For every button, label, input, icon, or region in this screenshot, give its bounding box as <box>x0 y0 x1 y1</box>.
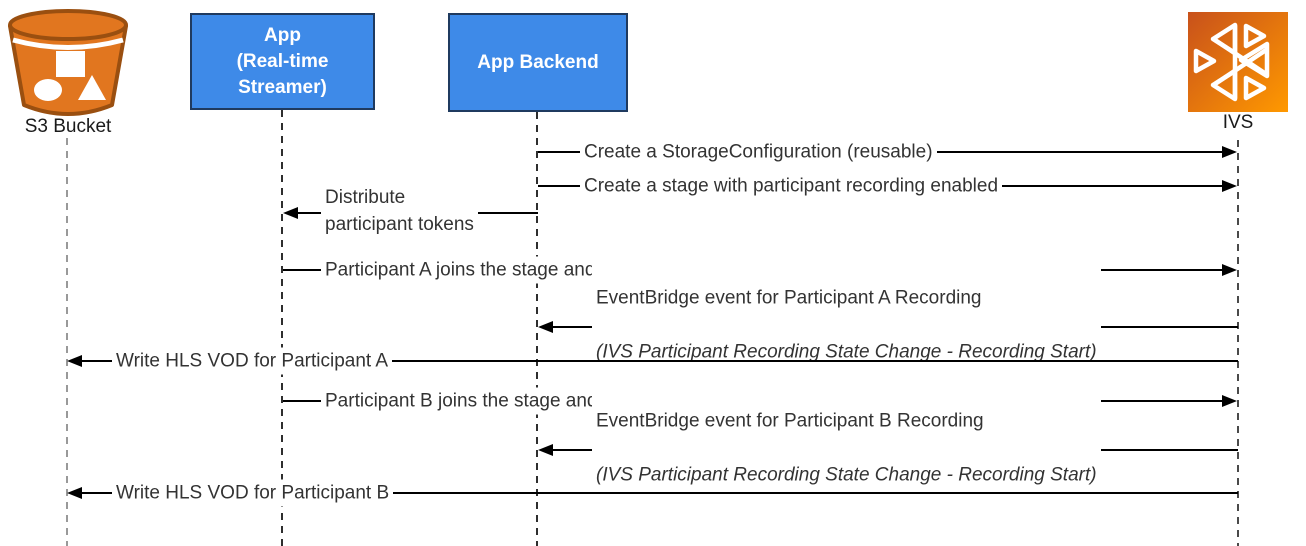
message-label: Distribute participant tokens <box>321 184 478 238</box>
message-label: EventBridge event for Participant A Reco… <box>592 257 1101 393</box>
lifeline-app <box>281 110 283 546</box>
arrow-head-icon <box>1222 146 1237 158</box>
message-label-line1: EventBridge event for Participant A Reco… <box>596 287 982 309</box>
arrow-head-icon <box>283 207 298 219</box>
actor-ivs: IVS <box>1188 12 1288 133</box>
arrow-head-icon <box>67 487 82 499</box>
message-label: EventBridge event for Participant B Reco… <box>592 380 1101 516</box>
arrow-head-icon <box>1222 395 1237 407</box>
message-line <box>82 492 1238 494</box>
actor-label-ivs: IVS <box>1222 112 1254 133</box>
actor-label-backend: App Backend <box>477 51 599 73</box>
s3-square-glyph <box>56 51 85 77</box>
message-line <box>82 360 1238 362</box>
arrow-head-icon <box>1222 180 1237 192</box>
actor-label-app: App (Real-time Streamer) <box>236 24 329 98</box>
message-label-line2: (IVS Participant Recording State Change … <box>596 341 1097 363</box>
s3-triangle-glyph <box>78 75 106 100</box>
message-label: Create a stage with participant recordin… <box>580 172 1003 200</box>
arrow-head-icon <box>1222 264 1237 276</box>
arrow-head-icon <box>67 355 82 367</box>
message-label: Write HLS VOD for Participant B <box>112 479 394 507</box>
arrow-head-icon <box>538 321 553 333</box>
actor-box-app: App (Real-time Streamer) <box>190 13 375 110</box>
actor-label-s3: S3 Bucket <box>24 116 112 137</box>
arrow-head-icon <box>538 444 553 456</box>
message-label: Write HLS VOD for Participant A <box>112 347 393 375</box>
actor-box-backend: App Backend <box>448 13 628 112</box>
lifeline-s3 <box>66 138 68 546</box>
ivs-icon <box>1188 12 1288 112</box>
actor-s3: S3 Bucket <box>4 8 132 137</box>
message-label-line1: EventBridge event for Participant B Reco… <box>596 410 984 432</box>
lifeline-backend <box>536 112 538 546</box>
s3-bucket-icon <box>8 9 128 116</box>
lifeline-ivs <box>1237 140 1239 546</box>
s3-circle-glyph <box>34 79 62 101</box>
message-label-line2: (IVS Participant Recording State Change … <box>596 464 1097 486</box>
message-label: Create a StorageConfiguration (reusable) <box>580 138 937 166</box>
